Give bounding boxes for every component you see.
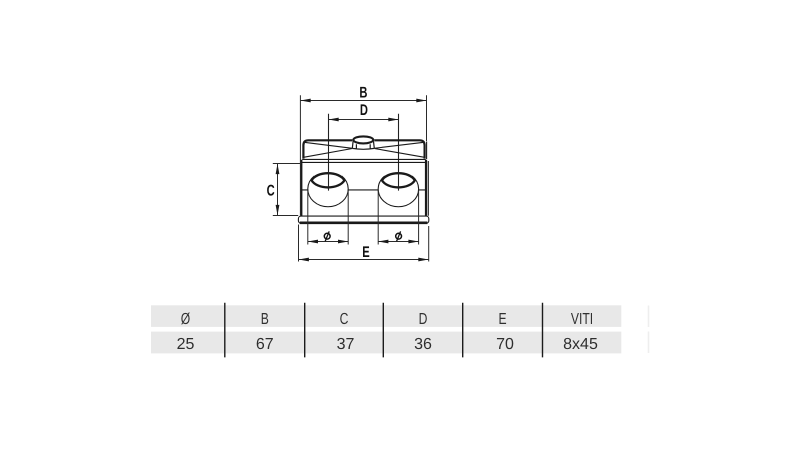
svg-text:C: C xyxy=(267,182,275,199)
svg-text:25: 25 xyxy=(177,336,195,353)
svg-text:37: 37 xyxy=(337,336,355,353)
svg-text:70: 70 xyxy=(496,336,514,353)
svg-text:E: E xyxy=(499,311,507,328)
svg-text:B: B xyxy=(261,311,269,328)
svg-text:D: D xyxy=(419,311,428,328)
svg-text:D: D xyxy=(360,102,368,119)
svg-text:Ø: Ø xyxy=(181,311,190,328)
svg-text:67: 67 xyxy=(256,336,274,353)
svg-text:36: 36 xyxy=(414,336,432,353)
svg-text:8x45: 8x45 xyxy=(563,336,598,353)
svg-text:E: E xyxy=(362,244,369,261)
svg-text:VITI: VITI xyxy=(571,311,593,328)
svg-text:C: C xyxy=(340,311,349,328)
svg-text:B: B xyxy=(359,85,367,102)
